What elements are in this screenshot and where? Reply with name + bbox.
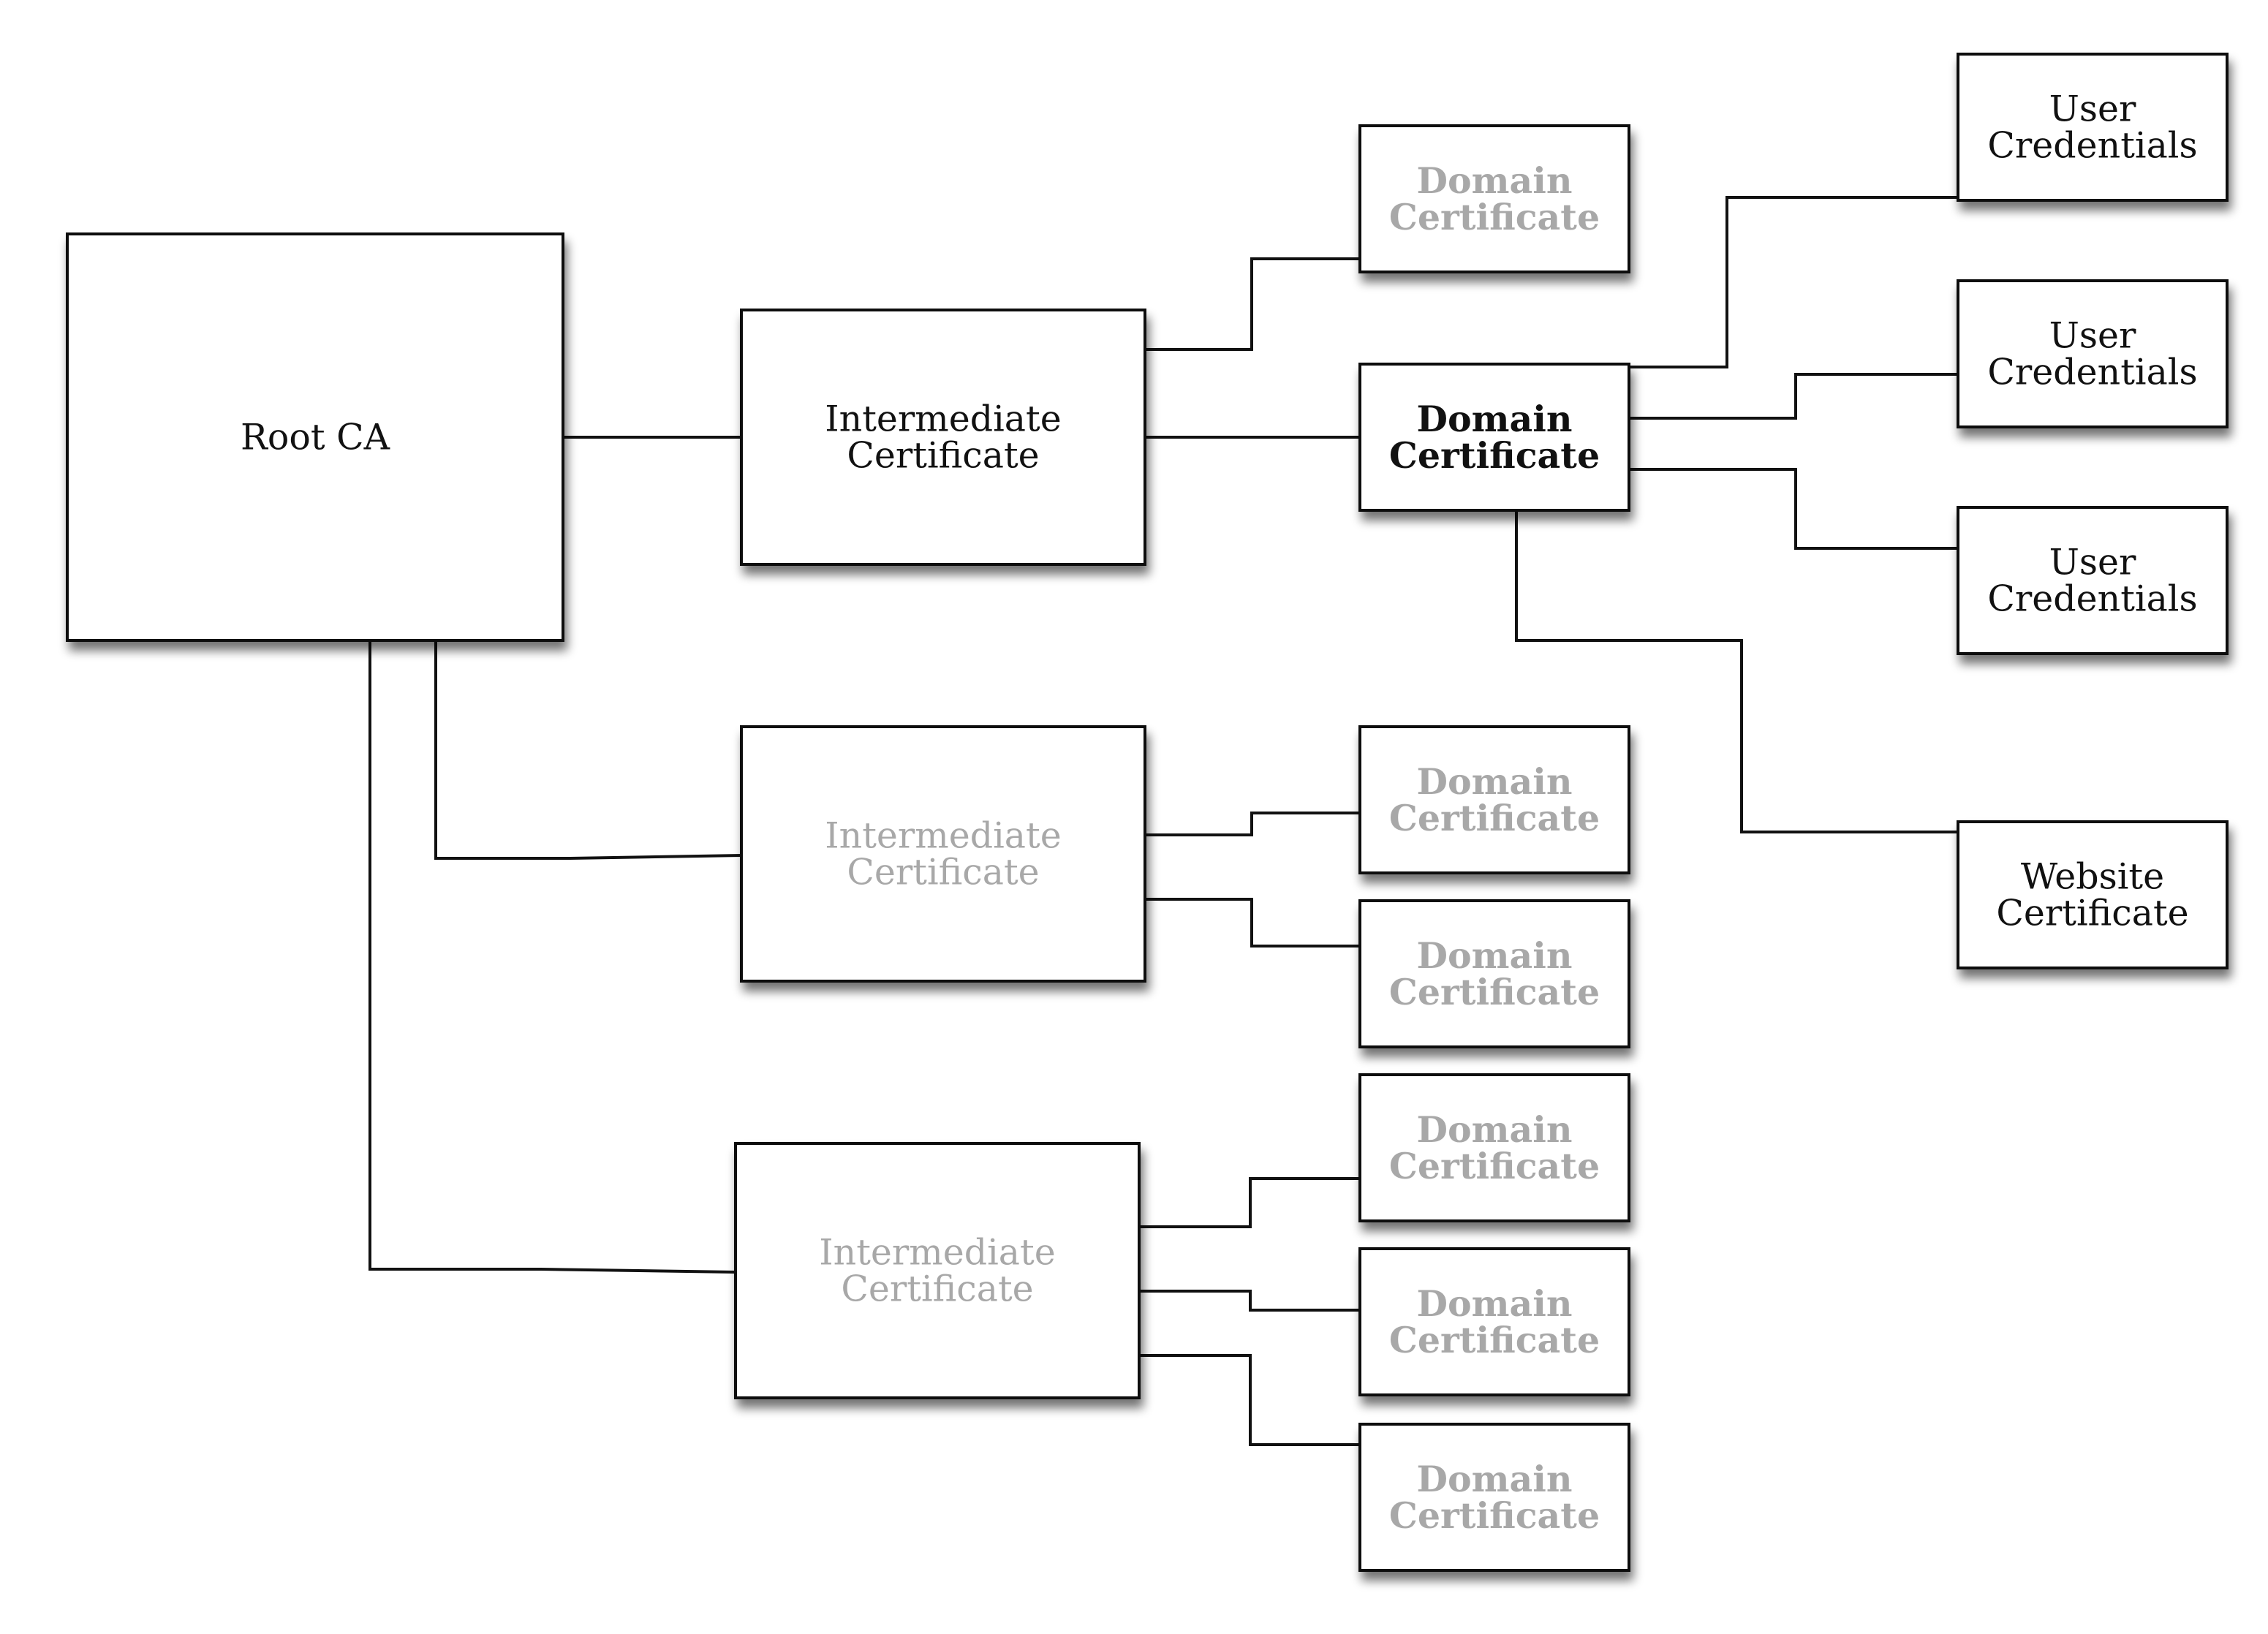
user-credentials-2-box [1957,279,2229,428]
connector-root-ca-to-intermediate-3 [368,640,736,1274]
website-certificate-label-line-2: Certificate [1996,893,2188,934]
intermediate-2-label-line-2: Certificate [847,852,1039,893]
domain-3c-box [1358,1423,1630,1572]
user-credentials-2-label-line-2: Credentials [1987,352,2197,393]
intermediate-2-label-line-1: Intermediate [825,815,1061,857]
user-credentials-1-label-line-1: User [2049,88,2136,130]
user-credentials-2-label-line-1: User [2049,315,2136,357]
domain-2a-label-line-1: Domain [1416,760,1572,803]
connector-intermediate-1-to-domain-1a [1145,257,1360,351]
domain-3b-label-line-1: Domain [1416,1282,1572,1325]
connector-lines [368,196,1958,1446]
intermediate-3-label-line-1: Intermediate [819,1232,1055,1274]
domain-2b-label-line-2: Certificate [1389,971,1600,1013]
connector-domain-1b-to-user-credentials-2 [1629,373,1958,420]
domain-2b-label-line-1: Domain [1416,934,1572,977]
root-ca-node: Root CA [66,232,564,642]
intermediate-2-box [740,725,1146,983]
connector-domain-1b-to-website-certificate [1515,510,1958,833]
website-certificate-box [1957,820,2229,969]
connector-domain-1b-to-user-credentials-1 [1629,196,1958,368]
user-credentials-1-box [1957,53,2229,202]
domain-3b-box [1358,1247,1630,1396]
user-credentials-1-label-line-2: Credentials [1987,125,2197,167]
domain-1a-label-line-2: Certificate [1389,196,1600,238]
domain-3a-box [1358,1073,1630,1222]
domain-1b-label-line-2: Certificate [1389,434,1600,477]
connector-intermediate-3-to-domain-3b [1139,1290,1360,1312]
domain-1b-box [1358,363,1630,512]
intermediate-1-box [740,309,1146,566]
domain-3a-label-line-2: Certificate [1389,1145,1600,1187]
intermediate-3-label-line-2: Certificate [841,1268,1033,1310]
domain-3a-label-line-1: Domain [1416,1108,1572,1151]
connector-root-ca-to-intermediate-2 [434,640,742,860]
user-credentials-3-box [1957,506,2229,655]
user-credentials-3-label-line-1: User [2049,542,2136,583]
connector-intermediate-3-to-domain-3a [1139,1177,1360,1228]
connector-intermediate-2-to-domain-2b [1145,898,1360,948]
website-certificate-label-line-1: Website [2021,856,2164,898]
domain-1b-label-line-1: Domain [1416,398,1572,440]
domain-3c-label-line-2: Certificate [1389,1494,1600,1537]
domain-1a-label-line-1: Domain [1416,159,1572,202]
domain-2a-label-line-2: Certificate [1389,797,1600,839]
connector-intermediate-3-to-domain-3c [1139,1354,1360,1446]
connector-domain-1b-to-user-credentials-3 [1629,468,1958,550]
root-ca-box [66,232,564,642]
domain-3c-label-line-1: Domain [1416,1458,1572,1500]
root-ca-label-line-1: Root CA [241,417,390,458]
connector-intermediate-2-to-domain-2a [1145,812,1360,836]
domain-1a-box [1358,124,1630,273]
intermediate-1-label-line-1: Intermediate [825,398,1061,440]
user-credentials-3-label-line-2: Credentials [1987,578,2197,620]
domain-2a-box [1358,725,1630,874]
intermediate-1-label-line-2: Certificate [847,435,1039,477]
domain-2b-box [1358,899,1630,1048]
intermediate-3-box [734,1142,1141,1399]
domain-3b-label-line-2: Certificate [1389,1319,1600,1361]
